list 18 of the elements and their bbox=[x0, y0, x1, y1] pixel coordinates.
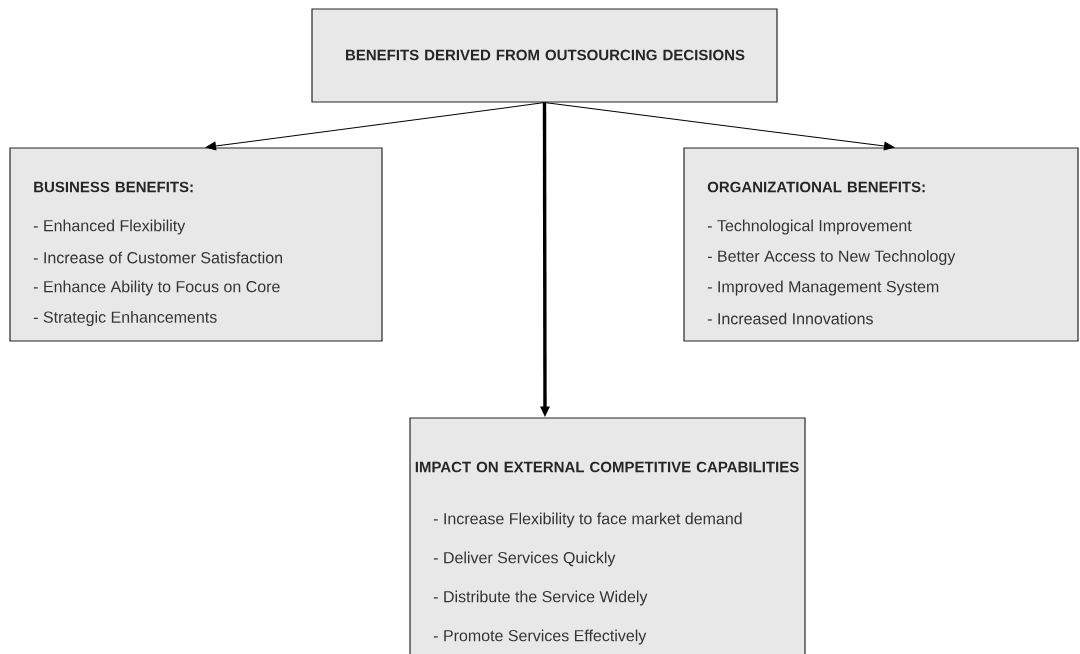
list-item: - Increased Innovations bbox=[707, 312, 873, 325]
list-item: - Improved Management System bbox=[707, 280, 939, 296]
list-item: - Increase Flexibility to face market demand bbox=[433, 512, 742, 528]
list-item: - Distribute the Service Widely bbox=[433, 590, 648, 606]
list-item: - Enhanced Flexibility bbox=[33, 219, 186, 235]
list-item: - Strategic Enhancements bbox=[33, 311, 217, 326]
list-item: - Promote Services Effectively bbox=[433, 629, 647, 645]
box-heading: IMPACT ON EXTERNAL COMPETITIVE CAPABILITIES bbox=[415, 461, 799, 473]
list-item: - Deliver Services Quickly bbox=[433, 551, 616, 567]
box-heading: BENEFITS DERIVED FROM OUTSOURCING DECISIONS bbox=[346, 49, 745, 61]
list-item: - Better Access to New Technology bbox=[707, 250, 956, 265]
box-heading: ORGANIZATIONAL BENEFITS: bbox=[707, 181, 925, 193]
arrow bbox=[544, 102, 895, 151]
box-heading: BUSINESS BENEFITS: bbox=[34, 181, 193, 193]
list-item: - Increase of Customer Satisfaction bbox=[33, 251, 282, 264]
list-item: - Enhance Ability to Focus on Core bbox=[33, 280, 280, 296]
arrow bbox=[205, 102, 545, 151]
list-item: - Technological Improvement bbox=[707, 219, 912, 235]
